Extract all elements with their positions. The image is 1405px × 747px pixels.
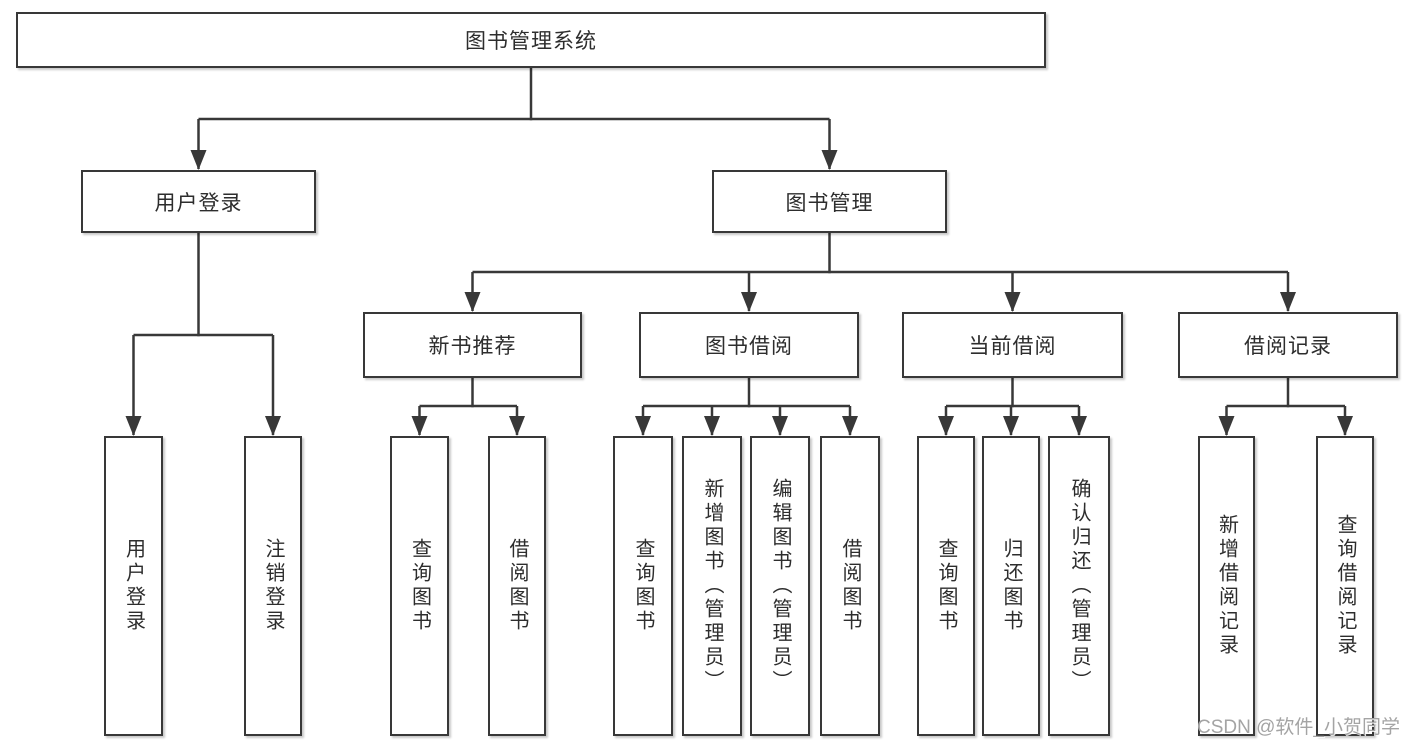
node-leaf-query-book-1: 查询图书 [390, 436, 449, 736]
watermark: CSDN @软件_小贺同学 [1197, 717, 1400, 738]
node-borrow-record: 借阅记录 [1178, 312, 1398, 378]
node-user-login: 用户登录 [81, 170, 316, 233]
node-label: 新增借阅记录 [1215, 514, 1238, 658]
node-leaf-logout: 注销登录 [244, 436, 302, 736]
node-new-book-rec: 新书推荐 [363, 312, 582, 378]
node-leaf-confirm-return: 确认归还（管理员） [1048, 436, 1110, 736]
node-label: 编辑图书（管理员） [769, 478, 791, 694]
node-root: 图书管理系统 [16, 12, 1046, 68]
node-leaf-query-record: 查询借阅记录 [1316, 436, 1374, 736]
node-label: 借阅图书 [839, 538, 861, 634]
node-leaf-user-login: 用户登录 [104, 436, 163, 736]
node-leaf-add-record: 新增借阅记录 [1198, 436, 1255, 736]
node-label: 查询借阅记录 [1334, 514, 1356, 658]
node-label: 借阅记录 [1244, 335, 1332, 358]
node-label: 新书推荐 [428, 335, 517, 358]
node-label: 归还图书 [1000, 538, 1022, 634]
node-label: 注销登录 [262, 538, 284, 634]
node-label: 借阅图书 [506, 538, 528, 634]
node-label: 用户登录 [154, 191, 243, 215]
node-label: 图书管理 [785, 191, 874, 215]
edge-group [125, 68, 1353, 436]
node-label: 当前借阅 [968, 335, 1057, 358]
node-leaf-borrow-book-1: 借阅图书 [488, 436, 546, 736]
node-label: 确认归还（管理员） [1068, 478, 1090, 694]
node-label: 新增图书（管理员） [701, 478, 723, 694]
node-book-mgmt: 图书管理 [712, 170, 947, 233]
node-leaf-borrow-book-2: 借阅图书 [820, 436, 880, 736]
node-label: 图书借阅 [705, 335, 793, 358]
node-label: 查询图书 [935, 538, 957, 634]
node-leaf-return-book: 归还图书 [982, 436, 1040, 736]
node-leaf-edit-book: 编辑图书（管理员） [750, 436, 810, 736]
node-leaf-query-book-2: 查询图书 [613, 436, 673, 736]
node-label: 用户登录 [122, 538, 145, 634]
node-label: 查询图书 [408, 538, 431, 634]
node-leaf-add-book: 新增图书（管理员） [682, 436, 742, 736]
node-current-borrow: 当前借阅 [902, 312, 1123, 378]
node-book-borrow: 图书借阅 [639, 312, 859, 378]
node-label: 查询图书 [632, 538, 654, 634]
node-label: 图书管理系统 [465, 30, 597, 53]
node-leaf-query-book-3: 查询图书 [917, 436, 975, 736]
